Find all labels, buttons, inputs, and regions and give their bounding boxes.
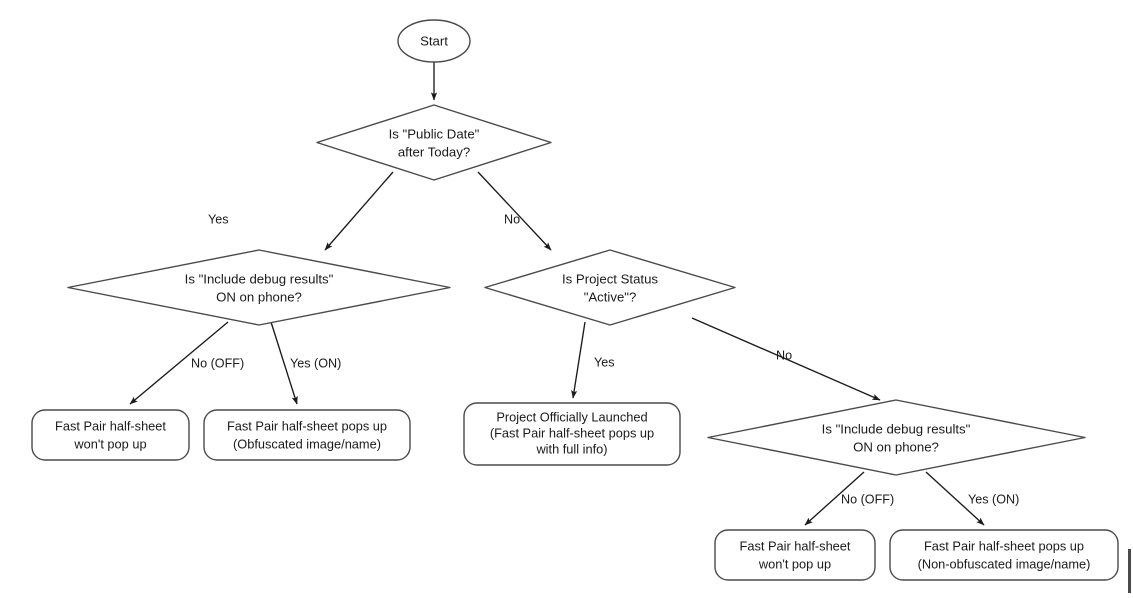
process-box	[714, 529, 876, 581]
left-on-label-line1: Fast Pair half-sheet pops up	[227, 418, 387, 433]
launched-label-line2: (Fast Pair half-sheet pops up	[490, 425, 654, 440]
edge-line	[477, 171, 552, 251]
right-off-label-line1: Fast Pair half-sheet	[740, 538, 851, 553]
edge-line	[270, 321, 298, 405]
edge-label-no: No	[776, 348, 792, 362]
debug-right-label-line1: Is "Include debug results"	[822, 421, 971, 436]
debug-left-label-line2: ON on phone?	[216, 289, 302, 304]
node-debug-left-decision[interactable]: Is "Include debug results" ON on phone?	[67, 249, 451, 326]
decision-diamond	[707, 399, 1086, 476]
decision-diamond	[484, 249, 736, 326]
left-on-label-line2: (Obfuscated image/name)	[233, 436, 381, 451]
public-date-label-line2: after Today?	[398, 144, 470, 159]
edge-public-date-yes: Yes	[208, 171, 394, 251]
launched-label-line1: Project Officially Launched	[496, 409, 647, 424]
edge-label-no-off: No (OFF)	[841, 492, 894, 506]
node-right-on-result[interactable]: Fast Pair half-sheet pops up (Non-obfusc…	[889, 529, 1119, 581]
node-left-on-result[interactable]: Fast Pair half-sheet pops up (Obfuscated…	[203, 409, 411, 461]
left-off-label-line2: won't pop up	[73, 436, 146, 451]
project-status-label-line2: "Active"?	[584, 289, 637, 304]
node-project-status-decision[interactable]: Is Project Status "Active"?	[484, 249, 736, 326]
edge-debug-left-on: Yes (ON)	[270, 321, 341, 405]
project-status-label-line1: Is Project Status	[562, 271, 658, 286]
edge-debug-left-off: No (OFF)	[129, 321, 244, 405]
debug-right-label-line2: ON on phone?	[853, 439, 939, 454]
start-label: Start	[420, 33, 448, 48]
public-date-label-line1: Is "Public Date"	[389, 126, 480, 141]
process-box	[889, 529, 1119, 581]
decision-diamond	[316, 104, 552, 181]
edge-line	[571, 321, 586, 399]
launched-label-line3: with full info)	[535, 441, 607, 456]
edge-project-status-yes: Yes	[571, 321, 615, 399]
node-debug-right-decision[interactable]: Is "Include debug results" ON on phone?	[707, 399, 1086, 476]
right-off-label-line2: won't pop up	[758, 556, 831, 571]
right-on-label-line1: Fast Pair half-sheet pops up	[924, 538, 1084, 553]
edge-line	[324, 171, 394, 251]
edge-debug-right-off: No (OFF)	[804, 471, 894, 526]
edge-label-yes-on: Yes (ON)	[968, 492, 1019, 506]
edge-line	[804, 471, 865, 526]
process-box	[31, 409, 190, 461]
edge-line	[691, 317, 881, 401]
edge-label-no-off: No (OFF)	[191, 356, 244, 370]
left-off-label-line1: Fast Pair half-sheet	[55, 418, 166, 433]
debug-left-label-line1: Is "Include debug results"	[185, 271, 334, 286]
node-left-off-result[interactable]: Fast Pair half-sheet won't pop up	[31, 409, 190, 461]
node-public-date-decision[interactable]: Is "Public Date" after Today?	[316, 104, 552, 181]
process-box	[463, 402, 681, 466]
start-ellipse	[397, 19, 471, 63]
node-right-off-result[interactable]: Fast Pair half-sheet won't pop up	[714, 529, 876, 581]
process-box	[203, 409, 411, 461]
node-start[interactable]: Start	[397, 19, 471, 63]
edge-line	[129, 321, 229, 405]
right-edge-artifact	[1128, 549, 1131, 593]
edge-line	[925, 471, 985, 526]
edge-debug-right-on: Yes (ON)	[925, 471, 1019, 526]
edge-project-status-no: No	[691, 317, 881, 401]
decision-diamond	[67, 249, 451, 326]
edge-label-no: No	[504, 212, 520, 226]
right-on-label-line2: (Non-obfuscated image/name)	[918, 556, 1091, 571]
edge-public-date-no: No	[477, 171, 552, 251]
edge-label-yes-on: Yes (ON)	[290, 356, 341, 370]
node-launched-result[interactable]: Project Officially Launched (Fast Pair h…	[463, 402, 681, 466]
edge-label-yes: Yes	[208, 212, 229, 226]
edge-label-yes: Yes	[594, 355, 615, 369]
